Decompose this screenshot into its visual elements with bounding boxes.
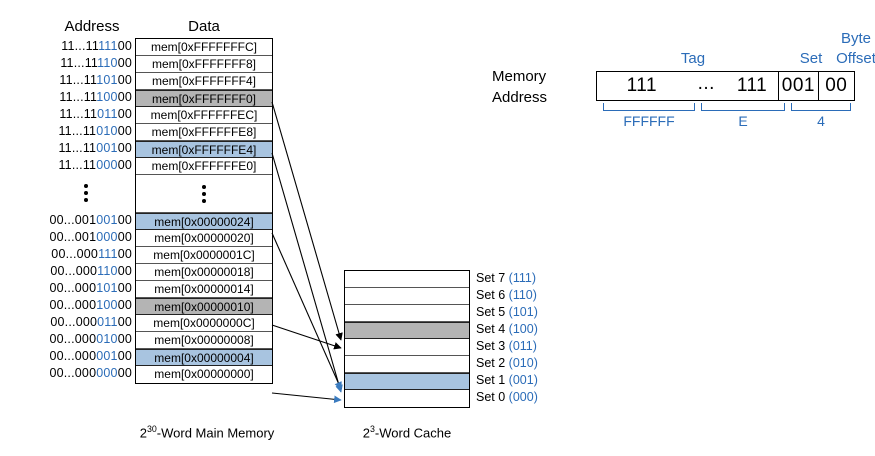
cache-set-label: Set 7 (111) [476, 271, 536, 285]
cache-row [345, 322, 469, 339]
cache-row [345, 305, 469, 322]
byte-field-caption: Byte [840, 30, 871, 47]
memory-address-label: 11...1110100 [59, 73, 132, 87]
cache-row [345, 339, 469, 356]
data-column-header: Data [188, 18, 220, 35]
offset-field-caption: Offset [836, 50, 875, 67]
memory-address-label-line1: Memory [492, 68, 547, 85]
memory-address-label: Memory Address [492, 66, 547, 108]
memory-row: mem[0xFFFFFFFC] [136, 39, 272, 56]
memory-row: mem[0x00000010] [136, 298, 272, 315]
memory-address-label: 11...1110000 [59, 90, 132, 104]
memory-address-label: 11...1100000 [58, 158, 132, 172]
memory-row: mem[0xFFFFFFEC] [136, 107, 272, 124]
memory-row: mem[0xFFFFFFF4] [136, 73, 272, 90]
memory-address-label: 00...00000000 [49, 366, 132, 380]
address-field-tag-high: 111 [626, 75, 658, 96]
memory-address-label: 00...00011000 [50, 264, 132, 278]
memory-row: mem[0xFFFFFFF0] [136, 90, 272, 107]
mid-hex-label: E [738, 113, 748, 129]
memory-address-label: 11...1100100 [58, 141, 132, 155]
cache-row [345, 373, 469, 390]
cache-row [345, 271, 469, 288]
address-field-byte-offset: 00 [817, 72, 855, 100]
memory-address-label: 00...00010000 [49, 298, 132, 312]
address-field-tag-ellipsis: ... [697, 72, 715, 94]
memory-row: mem[0xFFFFFFE8] [136, 124, 272, 141]
memory-row: mem[0x00000024] [136, 213, 272, 230]
tag-hex-bracket [603, 103, 695, 111]
memory-row: mem[0xFFFFFFE4] [136, 141, 272, 158]
main-memory-table: mem[0xFFFFFFFC]mem[0xFFFFFFF8]mem[0xFFFF… [135, 38, 273, 384]
cache-caption-rest: -Word Cache [374, 425, 452, 441]
mem-caption-exponent: 30 [146, 424, 157, 434]
address-column-header: Address [64, 18, 120, 35]
memory-ellipsis-row [136, 175, 272, 213]
mem-caption-base: 2 [139, 425, 147, 441]
cache-set-label: Set 6 (110) [476, 288, 537, 302]
memory-address-label: 00...00010100 [49, 281, 132, 295]
memory-row: mem[0x0000000C] [136, 315, 272, 332]
memory-row: mem[0x00000004] [136, 349, 272, 366]
cache-set-label: Set 1 (001) [476, 373, 538, 387]
cache-set-label: Set 5 (101) [476, 305, 538, 319]
memory-row: mem[0x00000014] [136, 281, 272, 298]
address-ellipsis [40, 174, 132, 212]
memory-row: mem[0x00000018] [136, 264, 272, 281]
memory-row: mem[0x00000008] [136, 332, 272, 349]
address-field-box: 111 ... 111 001 00 [596, 71, 855, 101]
mid-hex-bracket [701, 103, 785, 111]
address-field-set: 001 [778, 72, 817, 100]
tag-hex-label: FFFFFF [623, 113, 675, 129]
cache-set-label: Set 2 (010) [476, 356, 538, 370]
cache-set-label: Set 4 (100) [476, 322, 538, 336]
cache-table [344, 270, 470, 408]
mem-caption-rest: -Word Main Memory [156, 425, 275, 441]
tag-field-caption: Tag [680, 50, 706, 67]
cache-caption-base: 2 [362, 425, 370, 441]
memory-row: mem[0x00000000] [136, 366, 272, 383]
memory-address-label: 00...00011100 [51, 247, 132, 261]
memory-address-label: 00...00001000 [49, 332, 132, 346]
cache-row [345, 390, 469, 407]
memory-address-label-line2: Address [492, 89, 548, 106]
memory-address-label: 11...1101100 [59, 107, 132, 121]
set-field-caption: Set [799, 50, 823, 67]
memory-address-label: 00...00000100 [49, 349, 132, 363]
low-hex-label: 4 [817, 113, 825, 129]
memory-address-label: 11...1111000 [60, 56, 132, 70]
memory-row: mem[0xFFFFFFE0] [136, 158, 272, 175]
cache-set-label: Set 3 (011) [476, 339, 537, 353]
memory-row: mem[0x0000001C] [136, 247, 272, 264]
memory-address-label: 00...00100100 [49, 213, 132, 227]
address-field-tag-low: 111 [736, 75, 768, 96]
cache-caption: 23-Word Cache [334, 424, 480, 440]
cache-caption-exponent: 3 [369, 424, 375, 434]
low-hex-bracket [791, 103, 851, 111]
memory-address-label: 00...00001100 [50, 315, 132, 329]
memory-row: mem[0x00000020] [136, 230, 272, 247]
memory-address-label: 11...1101000 [58, 124, 132, 138]
cache-row [345, 356, 469, 373]
cache-row [345, 288, 469, 305]
memory-address-label: 00...00100000 [49, 230, 132, 244]
memory-address-label: 11...1111100 [61, 39, 132, 53]
main-memory-caption: 230-Word Main Memory [62, 424, 352, 440]
memory-row: mem[0xFFFFFFF8] [136, 56, 272, 73]
cache-set-label: Set 0 (000) [476, 390, 538, 404]
